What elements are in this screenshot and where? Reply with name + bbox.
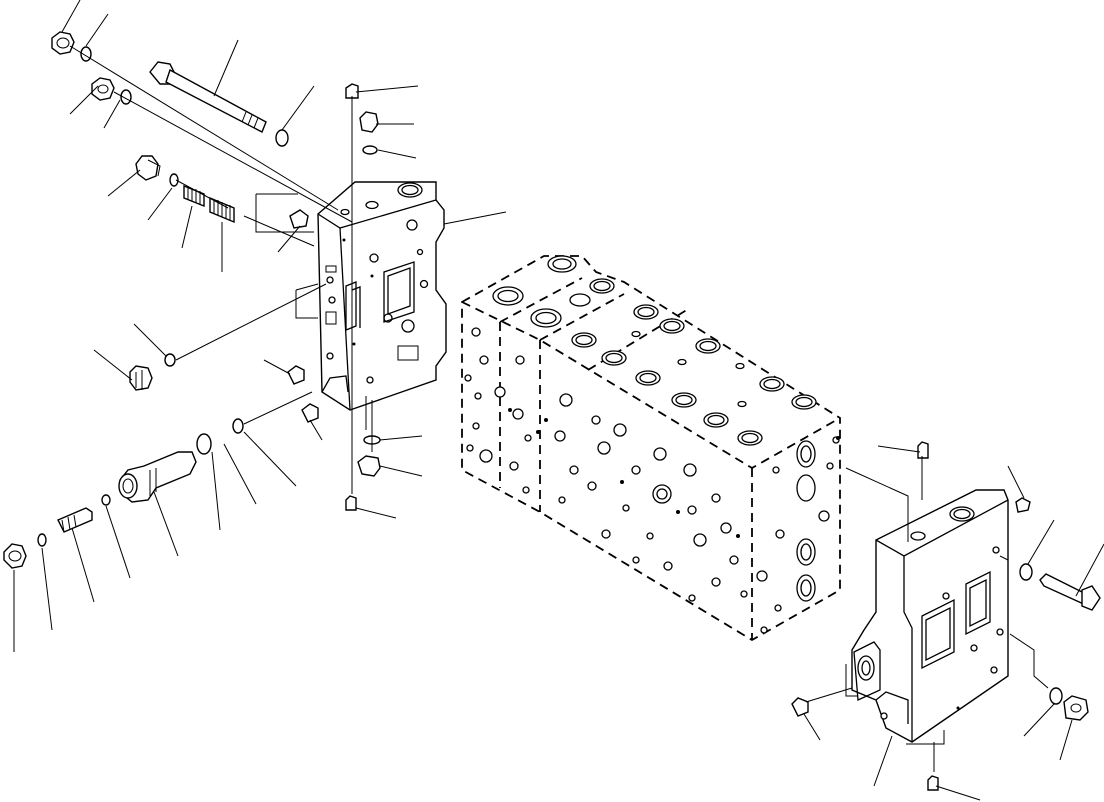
right-lower-plug xyxy=(791,697,809,717)
spring-plug xyxy=(57,507,93,533)
right-top-plug xyxy=(917,441,929,459)
top-oring xyxy=(362,145,378,155)
right-end-cover xyxy=(851,489,1009,743)
bottom-pin xyxy=(345,495,357,511)
right-bottom-pin xyxy=(927,775,939,791)
spring-1 xyxy=(183,184,205,208)
right-long-bolt xyxy=(1039,573,1101,611)
right-bottom-plug xyxy=(1063,695,1089,721)
small-plug-mid xyxy=(287,365,305,385)
relief-valve xyxy=(118,451,197,503)
top-plug-2 xyxy=(359,111,379,133)
lower-left-oring xyxy=(37,533,47,547)
right-oring xyxy=(1019,563,1033,581)
long-bolt xyxy=(149,61,289,147)
small-oring xyxy=(101,494,111,506)
right-bottom-oring xyxy=(1049,687,1063,705)
top-plug-1 xyxy=(345,83,359,99)
left-end-cover xyxy=(317,181,447,411)
bottom-plug xyxy=(357,455,381,477)
plug-2 xyxy=(91,77,132,105)
small-plug-top xyxy=(289,209,309,229)
small-plug-low xyxy=(301,403,319,423)
spring-2 xyxy=(209,196,235,224)
assembly-lines xyxy=(69,45,1049,772)
right-small-plug xyxy=(1015,497,1031,513)
lower-left-cap xyxy=(3,543,27,569)
plug-3 xyxy=(135,155,179,187)
oring-pair xyxy=(196,418,244,455)
center-valve-body xyxy=(461,255,841,642)
plug-lower-left xyxy=(129,353,176,391)
leader-lines xyxy=(13,0,1104,801)
